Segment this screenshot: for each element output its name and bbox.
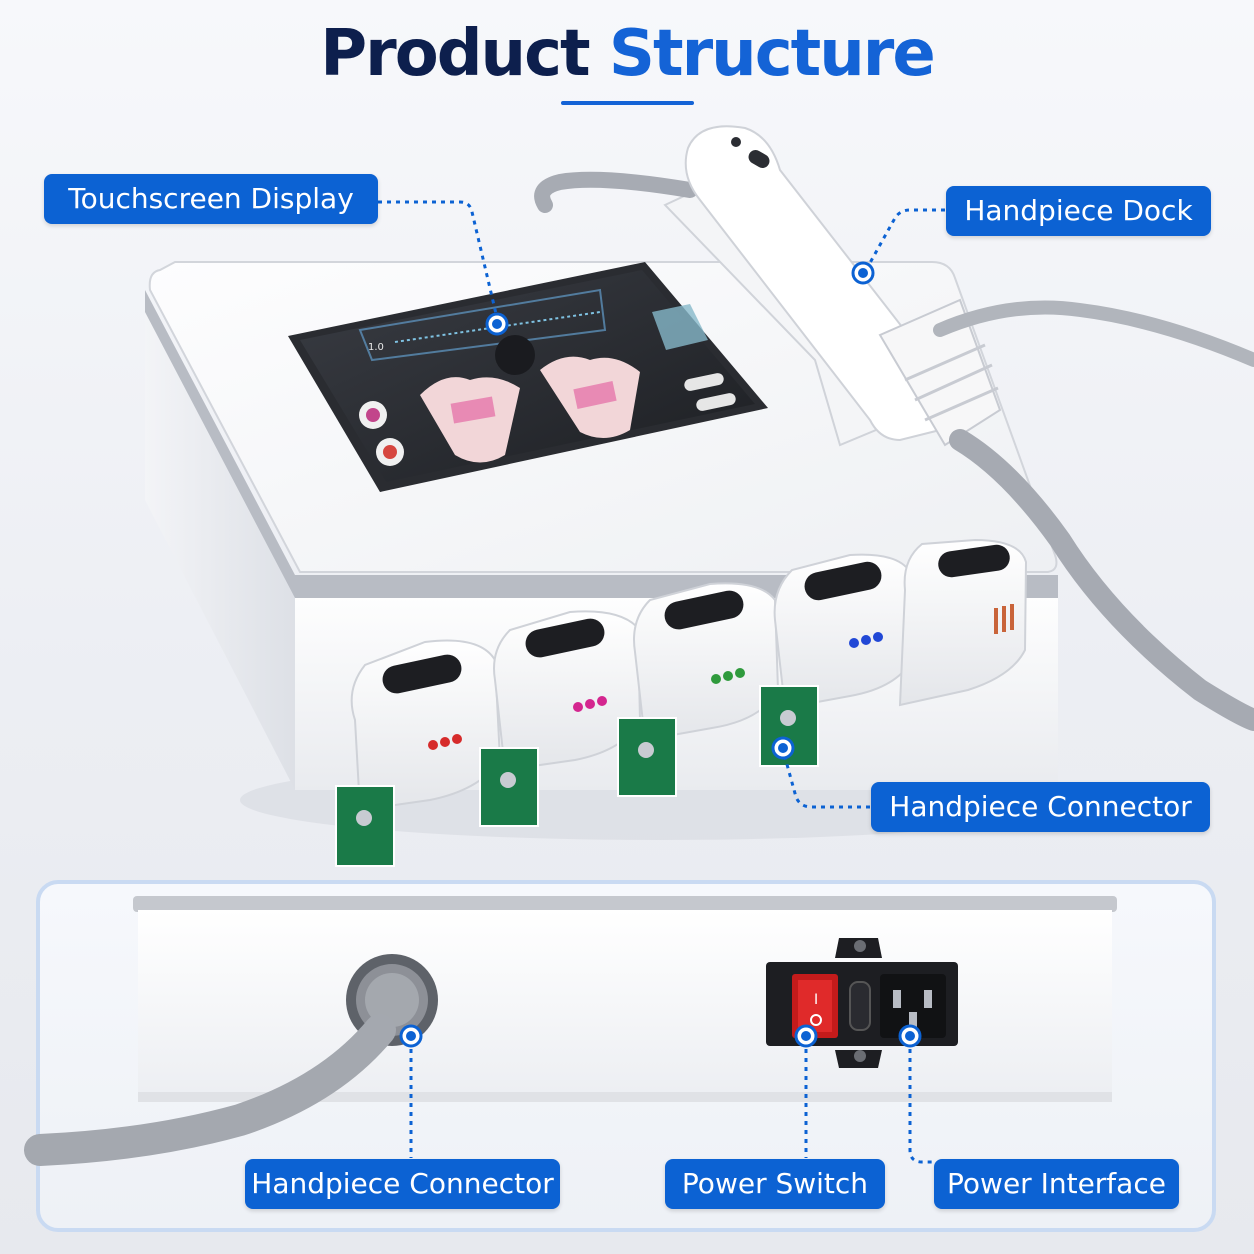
label-power-interface: Power Interface [934,1159,1179,1209]
callout-dots [399,261,922,1048]
title-word-structure: Structure [608,17,936,91]
cartridge-4 [759,553,914,767]
callout-lines [378,200,945,1164]
cartridge-2 [479,610,642,827]
label-touchscreen-display: Touchscreen Display [44,174,378,224]
label-handpiece-connector-front: Handpiece Connector [871,782,1210,832]
cartridge-3 [617,582,780,797]
touchscreen-ui: 1.0 [358,288,736,466]
rear-device: I [24,896,1117,1166]
label-handpiece-dock: Handpiece Dock [946,186,1211,236]
title-word-product: Product [320,17,590,91]
main-device: 1.0 [145,125,1254,840]
label-handpiece-connector-rear: Handpiece Connector [245,1159,560,1209]
title-underline [561,101,694,105]
label-power-switch: Power Switch [665,1159,885,1209]
page-title: Product Structure [0,14,1254,94]
screen-value-text: 1.0 [368,342,384,353]
cartridge-5 [898,538,1028,707]
svg-text:I: I [814,992,818,1008]
handpiece [684,125,1002,447]
cartridge-1 [335,639,502,867]
